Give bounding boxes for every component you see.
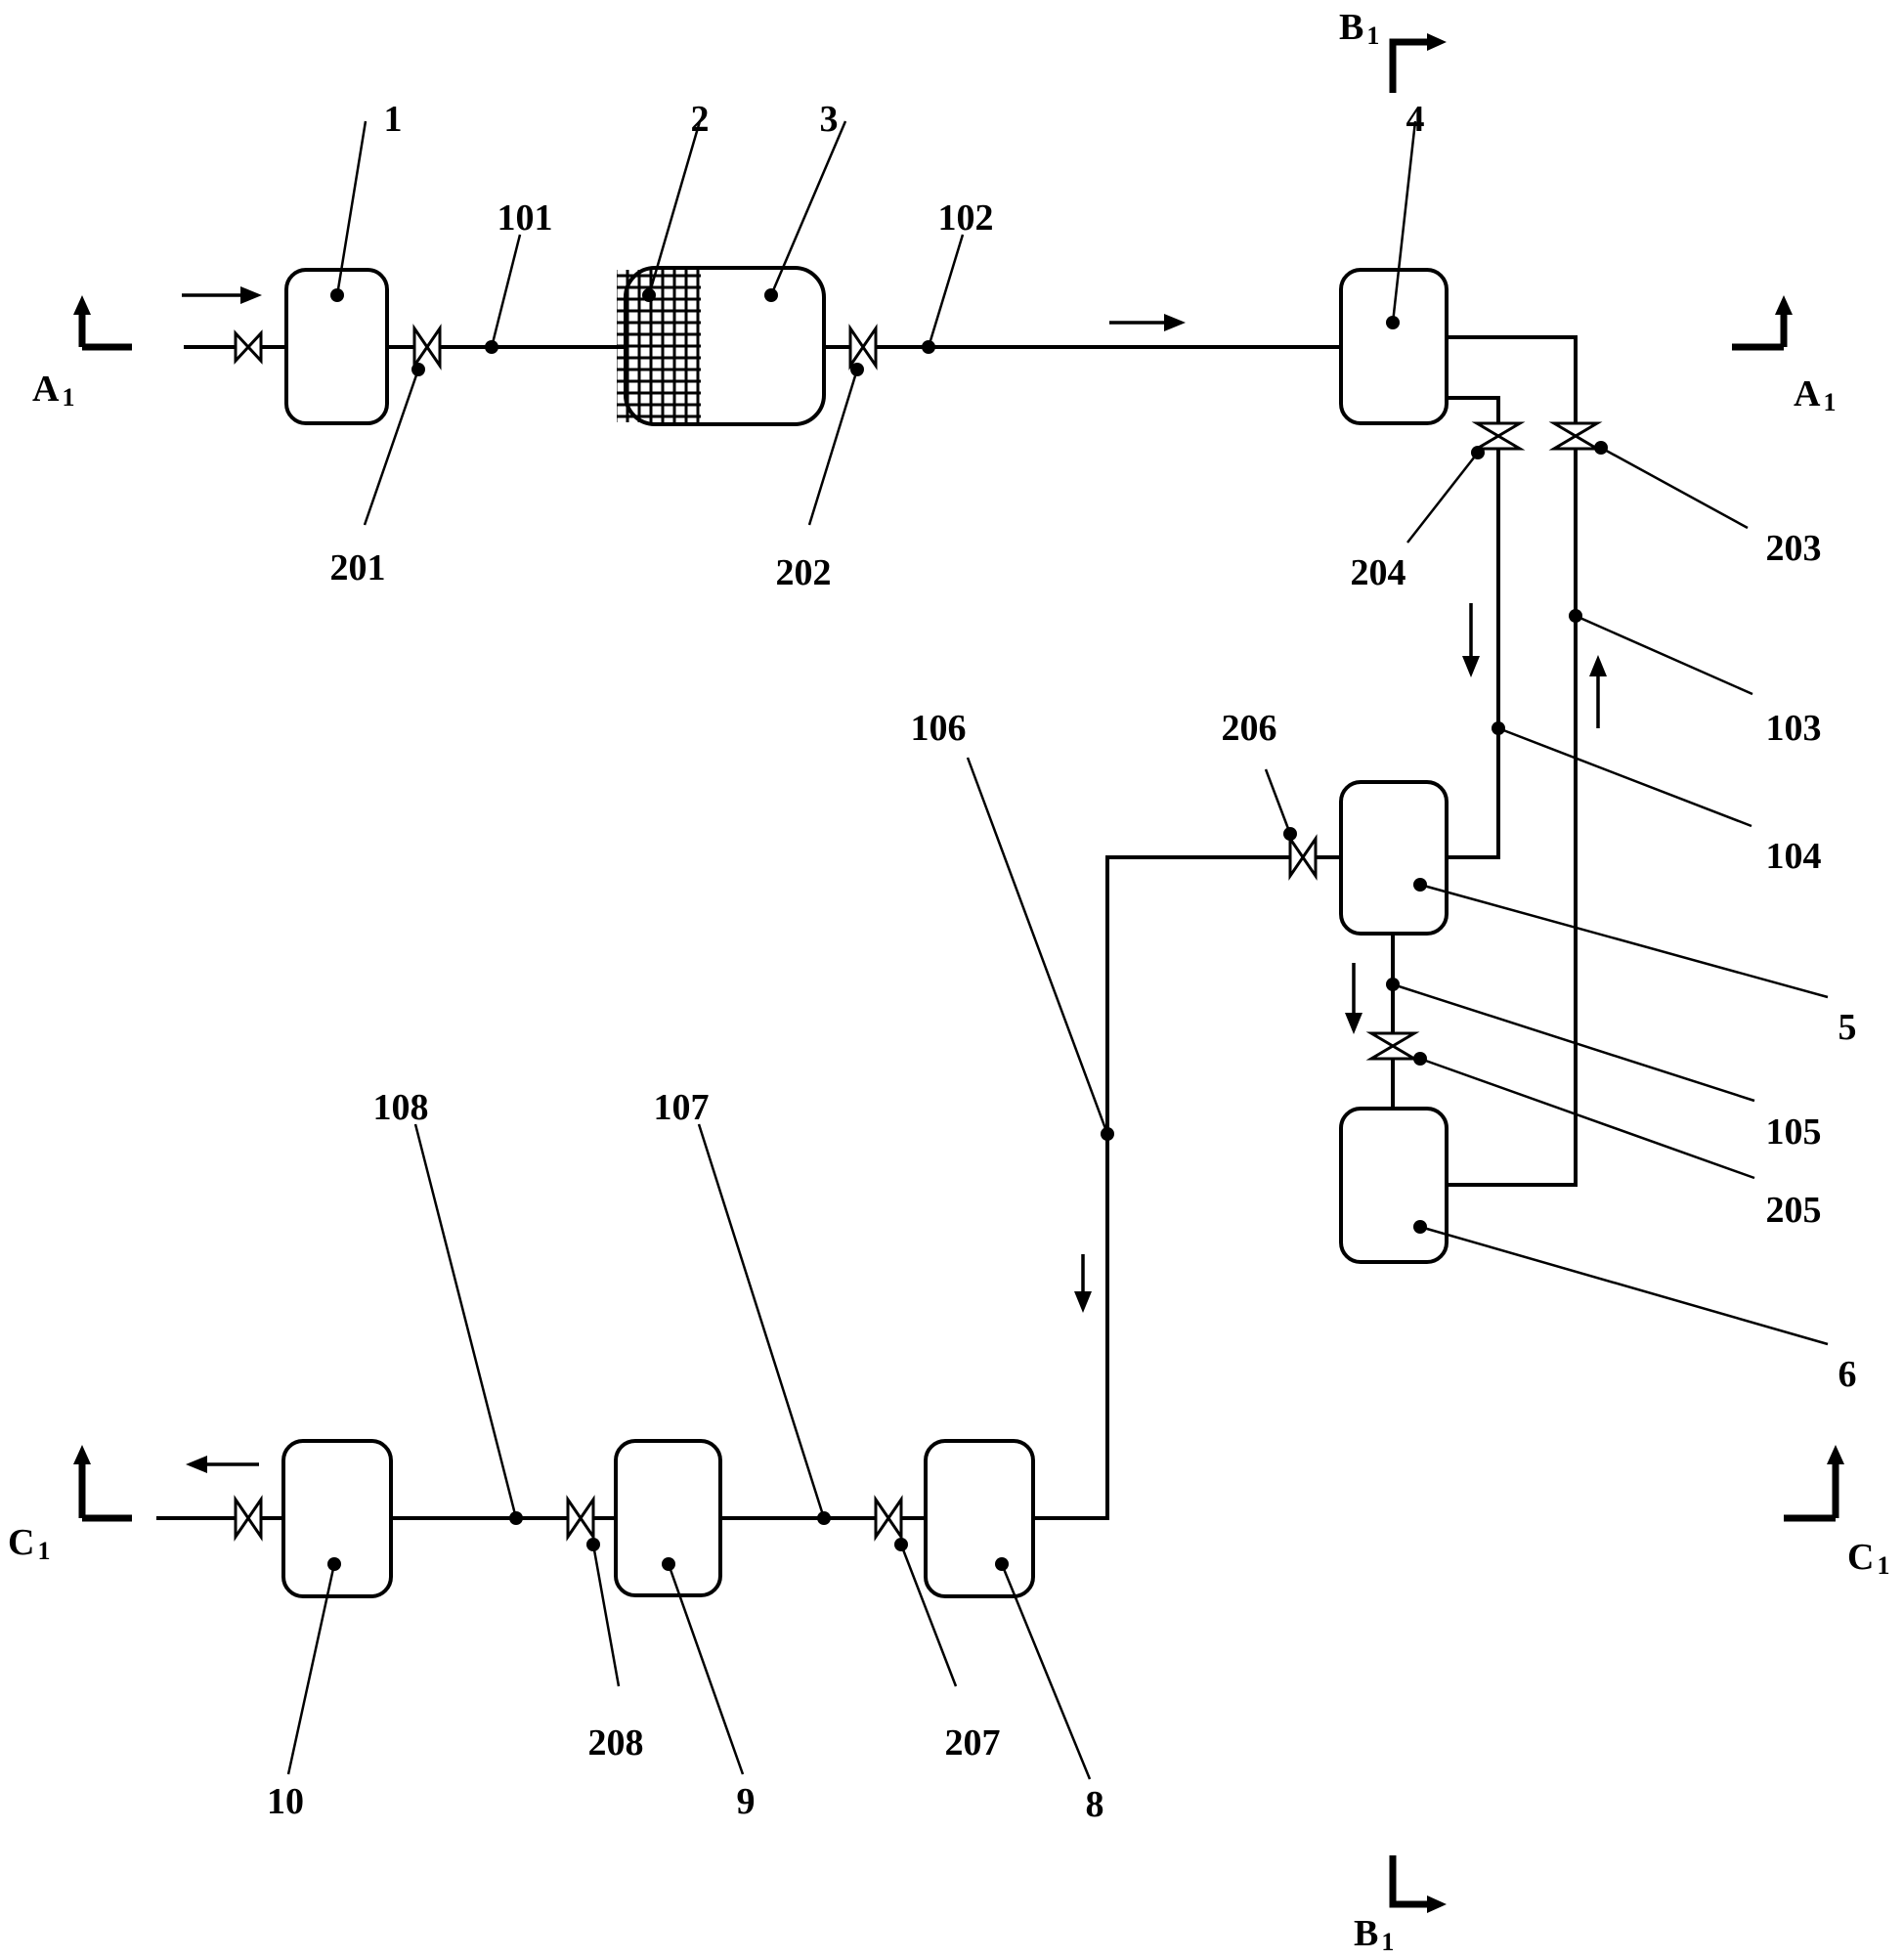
leader-lines — [286, 120, 1829, 1780]
label-component-6: 6 — [1838, 1354, 1857, 1395]
label-pipe-104: 104 — [1766, 836, 1822, 877]
flow-arrows — [182, 286, 1607, 1473]
vessel-10 — [281, 1439, 393, 1598]
label-valve-207: 207 — [945, 1722, 1001, 1764]
valve-202 — [848, 324, 878, 370]
section-markers — [73, 33, 1844, 1913]
label-valve-204: 204 — [1351, 552, 1406, 593]
valve-206 — [1288, 834, 1318, 881]
valve-inlet — [234, 329, 263, 365]
filter-mesh-2 — [617, 270, 701, 422]
label-valve-202: 202 — [776, 552, 832, 593]
vessel-8 — [924, 1439, 1035, 1598]
valve-outlet — [234, 1495, 263, 1542]
valve-207 — [874, 1495, 903, 1542]
valve-205 — [1365, 1031, 1420, 1061]
vessel-9 — [614, 1439, 722, 1597]
label-pipe-102: 102 — [938, 197, 994, 239]
pipe-106 — [1033, 855, 1341, 1520]
label-component-4: 4 — [1406, 99, 1425, 140]
vessel-5 — [1339, 780, 1449, 936]
component-labels: 1 2 3 4 5 6 8 9 10 — [267, 99, 1857, 1825]
label-pipe-101: 101 — [497, 197, 553, 239]
vessel-1 — [284, 268, 389, 425]
label-component-2: 2 — [691, 99, 710, 140]
label-component-9: 9 — [737, 1781, 756, 1822]
pipe-104 — [1447, 396, 1500, 859]
label-pipe-105: 105 — [1766, 1111, 1822, 1153]
label-pipe-103: 103 — [1766, 708, 1822, 749]
valve-201 — [412, 324, 442, 370]
valve-204 — [1471, 421, 1526, 451]
label-pipe-107: 107 — [654, 1087, 710, 1128]
label-component-5: 5 — [1838, 1007, 1857, 1048]
valve-208 — [566, 1495, 595, 1542]
label-component-8: 8 — [1086, 1784, 1104, 1825]
pipe-labels: 101 102 103 104 105 106 107 108 — [373, 197, 1822, 1153]
label-valve-208: 208 — [588, 1722, 644, 1764]
pipe-network — [156, 335, 1578, 1520]
vessel-4 — [1339, 268, 1449, 425]
label-component-1: 1 — [384, 99, 403, 140]
label-component-10: 10 — [267, 1781, 304, 1822]
reference-dots — [327, 288, 1608, 1571]
label-valve-201: 201 — [330, 547, 386, 588]
label-valve-206: 206 — [1222, 708, 1277, 749]
label-pipe-108: 108 — [373, 1087, 429, 1128]
label-pipe-106: 106 — [911, 708, 967, 749]
valve-labels: 201 202 203 204 205 206 207 208 — [330, 528, 1822, 1764]
vessels — [281, 266, 1449, 1598]
label-valve-203: 203 — [1766, 528, 1822, 569]
label-valve-205: 205 — [1766, 1190, 1822, 1231]
label-component-3: 3 — [820, 99, 839, 140]
valve-203 — [1548, 421, 1603, 451]
vessel-6 — [1339, 1107, 1449, 1264]
pipe-103 — [1447, 335, 1578, 1187]
valves — [234, 324, 1603, 1542]
